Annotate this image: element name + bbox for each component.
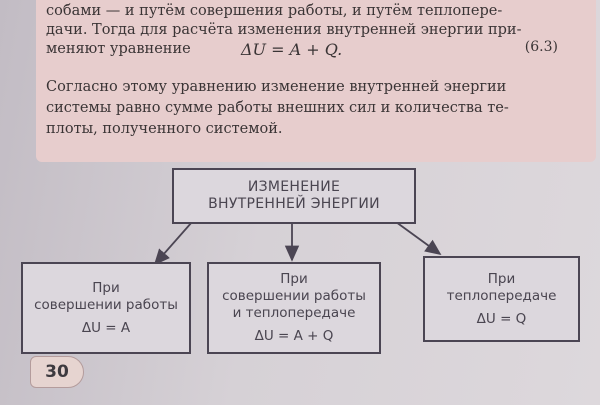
branch-formula: ΔU = Q — [476, 310, 527, 327]
paragraph-line: Согласно этому уравнению изменение внутр… — [46, 79, 507, 95]
branch-node-work-and-heat: При совершении работы и теплопередаче ΔU… — [207, 262, 381, 354]
arrow-to-heat — [395, 221, 442, 256]
branch-label: совершении работы — [222, 288, 366, 304]
equation-number: (6.3) — [524, 39, 558, 55]
branch-label: теплопередаче — [446, 287, 557, 304]
paragraph-line: системы равно сумме работы внешних сил и… — [46, 100, 509, 116]
root-label: ВНУТРЕННЕЙ ЭНЕРГИИ — [208, 196, 380, 212]
arrow-to-work — [153, 221, 193, 266]
paragraph-line: плоты, полученного системой. — [46, 121, 283, 137]
root-node-internal-energy-change: ИЗМЕНЕНИЕ ВНУТРЕННЕЙ ЭНЕРГИИ — [172, 168, 416, 224]
branch-formula: ΔU = A — [81, 319, 131, 336]
branch-label: При — [487, 270, 516, 287]
text-line: меняют уравнение — [46, 41, 191, 57]
branch-node-heat: При теплопередаче ΔU = Q — [423, 256, 580, 342]
highlighted-text-block: собами — и путём совершения работы, и пу… — [36, 0, 596, 162]
branch-label: совершении работы — [34, 296, 178, 313]
branch-label: При — [280, 271, 308, 287]
branch-label: При — [92, 279, 120, 296]
text-line: дачи. Тогда для расчёта изменения внутре… — [46, 22, 522, 38]
branch-node-work: При совершении работы ΔU = A — [21, 262, 191, 354]
equation: ΔU = A + Q. — [241, 40, 343, 59]
root-label: ИЗМЕНЕНИЕ — [247, 179, 341, 195]
branch-label: и теплопередаче — [232, 305, 356, 321]
text-line: собами — и путём совершения работы, и пу… — [46, 3, 503, 19]
branch-formula: ΔU = A + Q — [254, 328, 334, 344]
page-number: 30 — [30, 356, 84, 388]
